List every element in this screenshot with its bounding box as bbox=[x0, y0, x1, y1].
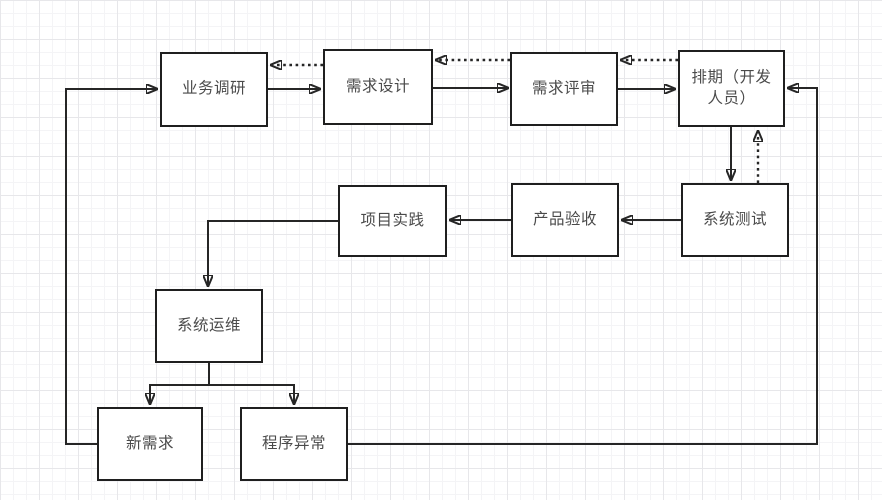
node-program-exception[interactable]: 程序异常 bbox=[240, 407, 348, 481]
node-project-practice[interactable]: 项目实践 bbox=[338, 185, 447, 257]
node-requirements-review[interactable]: 需求评审 bbox=[510, 52, 618, 126]
node-product-acceptance[interactable]: 产品验收 bbox=[511, 183, 619, 257]
node-requirements-design[interactable]: 需求设计 bbox=[323, 49, 433, 125]
node-scheduling-dev[interactable]: 排期（开发人员） bbox=[678, 50, 785, 127]
node-system-testing[interactable]: 系统测试 bbox=[681, 183, 789, 257]
node-new-requirements[interactable]: 新需求 bbox=[97, 407, 203, 481]
edge-program-exception-to-scheduling bbox=[348, 88, 818, 445]
edge-system-operations-to-program-exception bbox=[209, 384, 294, 405]
node-system-operations[interactable]: 系统运维 bbox=[155, 289, 263, 363]
node-business-research[interactable]: 业务调研 bbox=[160, 52, 268, 127]
edge-system-operations-to-new-requirements bbox=[150, 384, 209, 405]
edge-new-requirements-to-business-research bbox=[65, 89, 158, 445]
edge-project-practice-to-system-operations bbox=[208, 220, 338, 287]
